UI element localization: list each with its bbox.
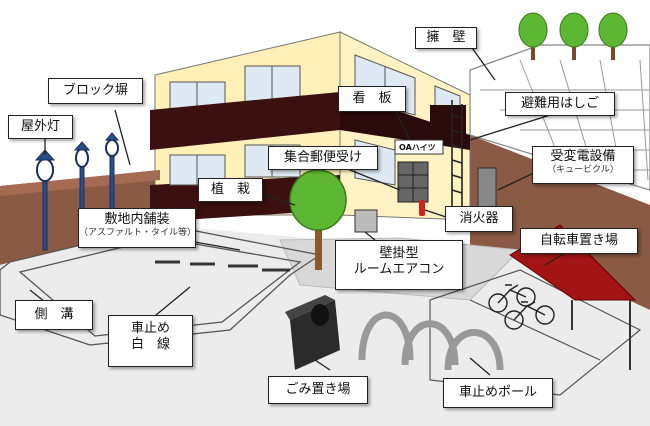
label-transformer: 受変電設備 （キュービクル） (532, 146, 634, 184)
aircon-line1: 壁掛型 (336, 246, 462, 262)
transformer-title: 受変電設備 (533, 149, 633, 165)
aircon-line2: ルームエアコン (336, 262, 462, 278)
parking-line1: 車止め (109, 321, 192, 337)
pavement-note: （アスファルト・タイル等） (79, 228, 195, 239)
label-aircon: 壁掛型 ルームエアコン (335, 240, 463, 290)
label-gutter: 側 溝 (15, 300, 93, 330)
pavement-title: 敷地内舗装 (79, 212, 195, 228)
transformer-note: （キュービクル） (533, 165, 633, 176)
label-evacuation-ladder: 避難用はしご (505, 92, 615, 116)
label-retaining-wall: 擁 壁 (415, 27, 477, 49)
aircon-unit (355, 210, 377, 232)
label-mailbox: 集合郵便受け (268, 146, 378, 170)
label-bicycle-parking: 自転車置き場 (520, 228, 638, 254)
label-garbage: ごみ置き場 (268, 376, 368, 404)
label-planting: 植 栽 (198, 178, 263, 202)
building-sign-text: OAハイツ (399, 142, 436, 153)
label-fire-extinguisher: 消火器 (445, 206, 513, 232)
label-signboard: 看 板 (338, 86, 406, 112)
label-parking-lines: 車止め 白 線 (108, 315, 193, 367)
label-outdoor-light: 屋外灯 (8, 115, 73, 139)
label-pavement: 敷地内舗装 （アスファルト・タイル等） (78, 208, 196, 248)
fire-extinguisher-shape (419, 200, 425, 216)
label-block-wall: ブロック塀 (48, 78, 143, 104)
label-bollard: 車止めポール (443, 378, 553, 408)
parking-line2: 白 線 (109, 337, 192, 353)
